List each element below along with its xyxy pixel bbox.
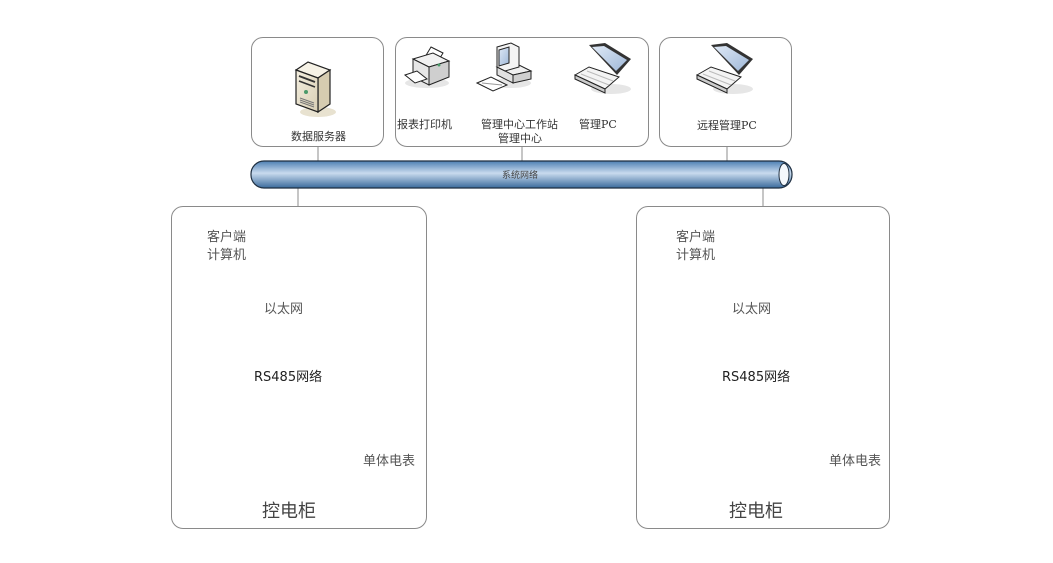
backbone-label: 系统网络 xyxy=(502,171,539,181)
site-1-box xyxy=(171,206,427,529)
site-1-ethernet-label: 以太网 xyxy=(264,302,304,317)
printer-label: 报表打印机 xyxy=(397,118,452,131)
backbone-pipe xyxy=(250,160,793,189)
site-2-ethernet-label: 以太网 xyxy=(732,302,772,317)
management-center-title: 管理中心 xyxy=(498,132,542,145)
site-2-cabinets-label: 控电柜 xyxy=(729,501,783,522)
data-server-label: 数据服务器 xyxy=(291,130,346,143)
site-2-box xyxy=(636,206,890,529)
management-pc-label: 管理PC xyxy=(579,118,617,131)
site-1-cabinets-label: 控电柜 xyxy=(262,501,316,522)
site-1-meters-label: 单体电表 xyxy=(363,454,416,469)
site-2-meters-label: 单体电表 xyxy=(829,454,882,469)
site-1-client-label-1: 客户端 xyxy=(207,230,247,245)
site-1-rs485-label: RS485网络 xyxy=(254,370,323,385)
workstation-label: 管理中心工作站 xyxy=(481,118,558,131)
site-1-client-label-2: 计算机 xyxy=(207,248,247,263)
site-2-client-label-1: 客户端 xyxy=(676,230,716,245)
remote-pc-label: 远程管理PC xyxy=(697,119,757,132)
site-2-rs485-label: RS485网络 xyxy=(722,370,791,385)
site-2-client-label-2: 计算机 xyxy=(676,248,716,263)
